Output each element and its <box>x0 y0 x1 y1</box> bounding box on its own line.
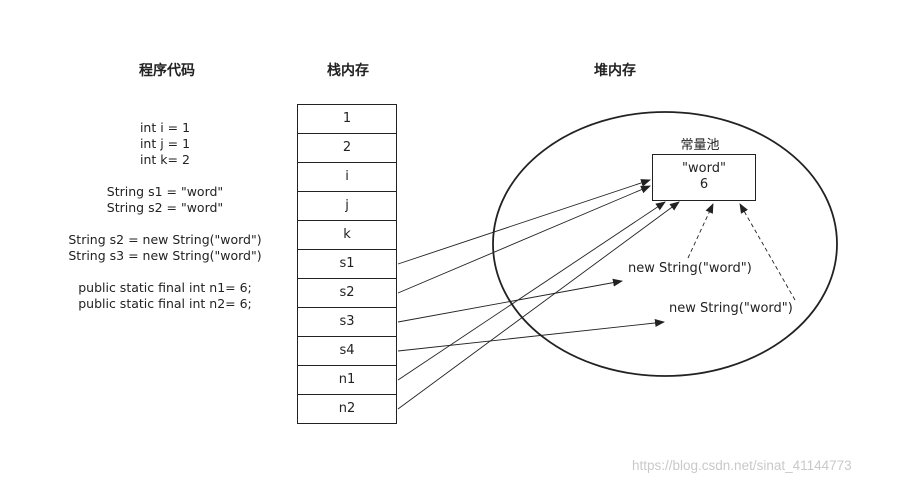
code-group-string-literals: String s1 = "word" String s2 = "word" <box>40 184 290 216</box>
dashed-arrow-heap-object-1-to-pool <box>687 203 714 259</box>
stack-cell: i <box>298 162 396 191</box>
constant-pool-box: "word" 6 <box>652 154 756 201</box>
stack-cell: s1 <box>298 249 396 278</box>
watermark: https://blog.csdn.net/sinat_41144773 <box>632 458 852 473</box>
stack-cell: j <box>298 191 396 220</box>
stack-heading: 栈内存 <box>327 63 369 79</box>
constant-pool-value-six: 6 <box>699 177 709 192</box>
code-group-constants: public static final int n1= 6; public st… <box>40 280 290 312</box>
heap-object: new String("word") <box>669 301 793 316</box>
code-line: String s1 = "word" <box>106 184 224 199</box>
stack-cell: s3 <box>298 307 396 336</box>
code-line: int k= 2 <box>140 152 190 167</box>
code-line: String s2 = new String("word") <box>68 232 262 247</box>
arrow-n2-to-pool <box>397 201 680 410</box>
arrow-s3-to-heap-object-1 <box>397 278 623 323</box>
code-heading: 程序代码 <box>139 63 195 79</box>
code-line: public static final int n1= 6; <box>78 280 252 295</box>
stack-cell: 2 <box>298 133 396 162</box>
stack-memory-table: 1 2 i j k s1 s2 s3 s4 n1 n2 <box>297 104 397 424</box>
stack-cell: n2 <box>298 394 396 423</box>
arrow-s4-to-heap-object-2 <box>397 318 665 352</box>
code-line: int i = 1 <box>139 120 191 135</box>
code-group-new-strings: String s2 = new String("word") String s3… <box>40 232 290 264</box>
dashed-arrow-heap-object-2-to-pool <box>739 203 796 301</box>
stack-cell: k <box>298 220 396 249</box>
heap-object: new String("word") <box>628 261 752 276</box>
code-group-ints: int i = 1 int j = 1 int k= 2 <box>40 120 290 168</box>
code-line: public static final int n2= 6; <box>78 296 252 311</box>
code-line: int j = 1 <box>139 136 191 151</box>
constant-pool-value-word: "word" <box>682 161 726 176</box>
code-line: String s3 = new String("word") <box>68 248 262 263</box>
constant-pool-label: 常量池 <box>680 138 720 153</box>
heap-ellipse <box>492 111 838 377</box>
stack-cell: s4 <box>298 336 396 365</box>
code-line: String s2 = "word" <box>106 200 224 215</box>
stack-cell: 1 <box>342 111 352 126</box>
heap-heading: 堆内存 <box>594 63 636 79</box>
arrow-s2-to-pool <box>397 185 651 294</box>
stack-cell: s2 <box>298 278 396 307</box>
arrow-n1-to-pool <box>397 201 666 381</box>
stack-cell: n1 <box>298 365 396 394</box>
arrow-s1-to-pool <box>397 179 651 265</box>
